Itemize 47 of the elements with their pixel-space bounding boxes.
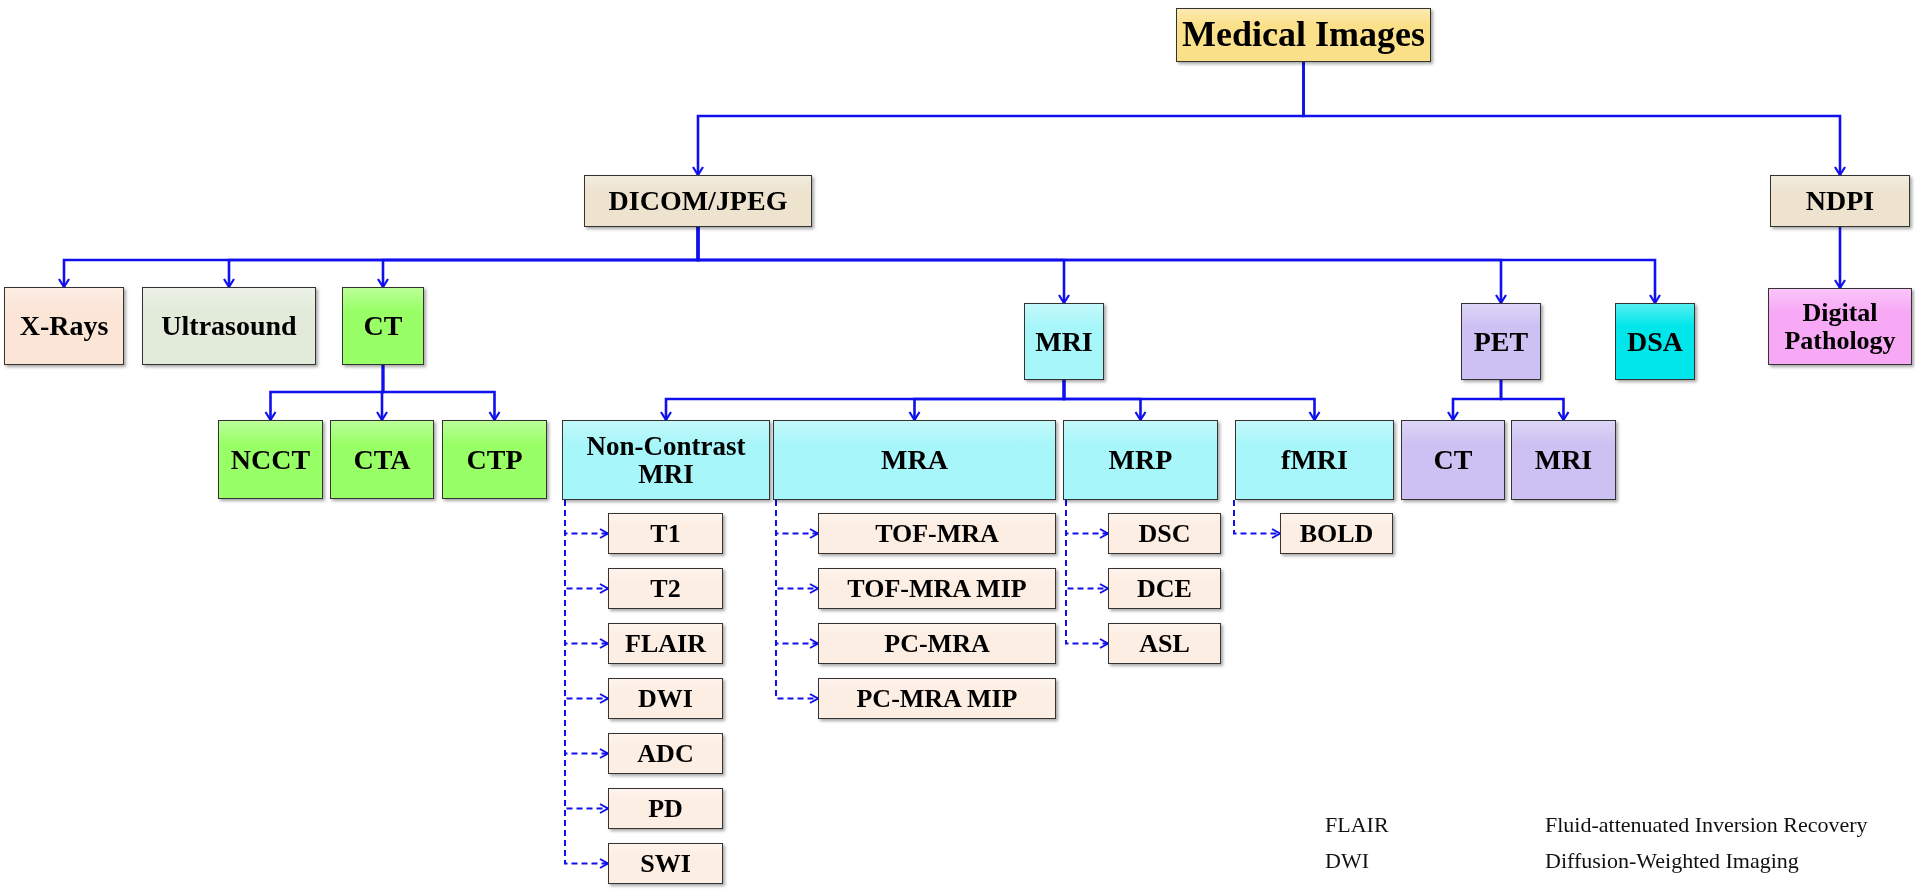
category-box: BOLD (1280, 513, 1393, 554)
category-box: PC-MRA (818, 623, 1056, 664)
arrow (696, 227, 1662, 305)
category-box: T2 (608, 568, 723, 609)
category-box: CTP (442, 420, 547, 499)
category-box: MRA (773, 420, 1056, 500)
category-box: X-Rays (4, 287, 124, 365)
category-box: NDPI (1770, 175, 1910, 227)
category-box: NCCT (218, 420, 323, 499)
abbreviation: FLAIR (1325, 812, 1389, 838)
arrow (1302, 62, 1847, 177)
dashed-arrow (1065, 499, 1109, 649)
category-box: SWI (608, 843, 723, 884)
category-box: ADC (608, 733, 723, 774)
category-box: ASL (1108, 623, 1221, 664)
category-box: DSA (1615, 303, 1695, 380)
category-box: PET (1461, 303, 1541, 380)
abbreviation-definition: Fluid-attenuated Inversion Recovery (1545, 812, 1868, 838)
category-box: T1 (608, 513, 723, 554)
category-box: TOF-MRA MIP (818, 568, 1056, 609)
category-box: DSC (1108, 513, 1221, 554)
category-box: MRI (1511, 420, 1616, 500)
category-box: DICOM/JPEG (584, 175, 812, 227)
abbreviation-definition: Diffusion-Weighted Imaging (1545, 848, 1799, 874)
category-box: CT (342, 287, 424, 365)
category-box: MRP (1063, 420, 1218, 500)
category-box: CT (1401, 420, 1505, 500)
category-box: Medical Images (1176, 8, 1431, 62)
category-box: FLAIR (608, 623, 723, 664)
arrow (1833, 227, 1847, 290)
category-box: MRI (1024, 303, 1104, 380)
category-box: PC-MRA MIP (818, 678, 1056, 719)
category-box: fMRI (1235, 420, 1394, 500)
dashed-arrow (1233, 499, 1281, 539)
arrow (1062, 380, 1321, 422)
dashed-arrow (775, 499, 819, 704)
category-box: DWI (608, 678, 723, 719)
category-box: CTA (330, 420, 434, 499)
category-box: DCE (1108, 568, 1221, 609)
category-box: Ultrasound (142, 287, 316, 365)
arrow (1499, 380, 1570, 422)
category-box: PD (608, 788, 723, 829)
category-box: Non-Contrast MRI (562, 420, 770, 500)
arrow (381, 365, 501, 422)
abbreviation: DWI (1325, 848, 1369, 874)
category-box: Digital Pathology (1768, 288, 1912, 365)
category-box: TOF-MRA (818, 513, 1056, 554)
